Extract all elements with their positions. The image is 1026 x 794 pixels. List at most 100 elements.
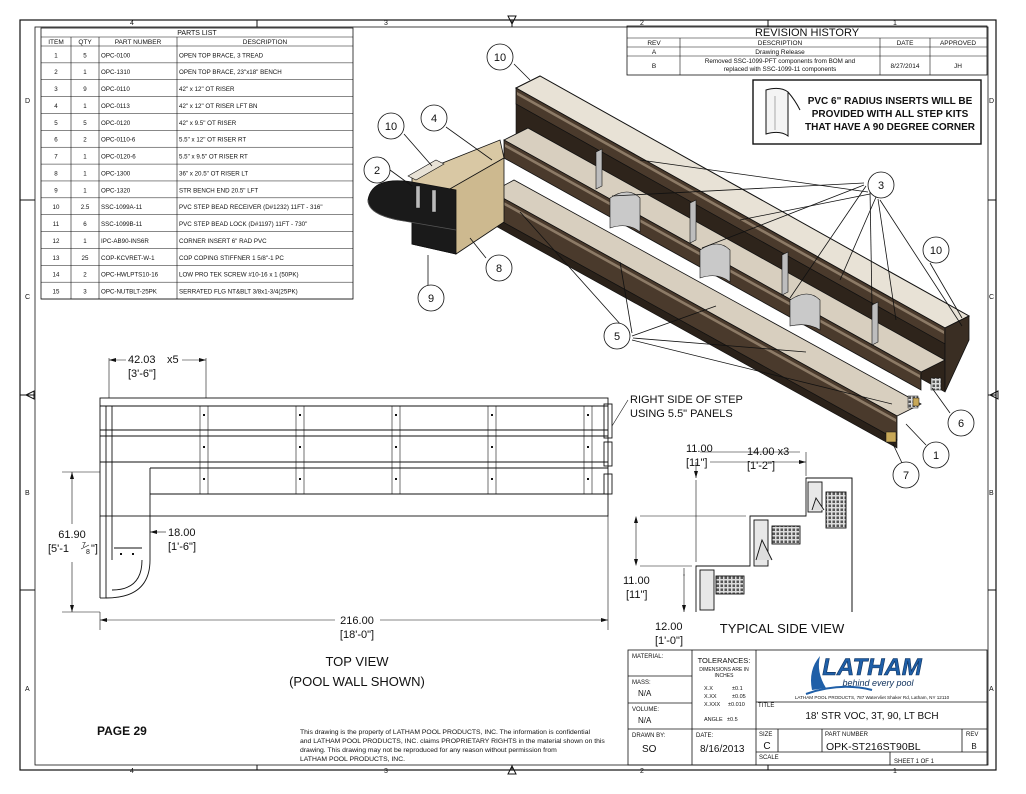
parts-cell-part-number: OPC-NUTBLT-25PK [101, 289, 158, 296]
rev-row-b-date: 8/27/2014 [891, 63, 920, 70]
zone-bottom-3: 3 [384, 768, 388, 775]
dim-depth-frac-den: 8 [86, 549, 90, 556]
parts-cell-description: 42" x 9.5" OT RISER [179, 120, 237, 127]
note-line-1: PVC 6" RADIUS INSERTS WILL BE [808, 96, 973, 107]
parts-cell-item: 11 [53, 221, 60, 228]
parts-cell-description: CORNER INSERT 6" RAD PVC [179, 238, 267, 245]
parts-cell-qty: 1 [83, 103, 87, 110]
zone-bottom-4: 4 [130, 768, 134, 775]
parts-list-table: PARTS LIST ITEM QTY PART NUMBER DESCRIPT… [40, 27, 354, 300]
parts-cell-description: PVC STEP BEAD LOCK (D#1197) 11FT - 730" [179, 221, 307, 228]
callout-right-side-2: USING 5.5" PANELS [630, 408, 733, 420]
parts-cell-description: 5.5" x 9.5" OT RISER RT [179, 154, 248, 161]
tol-fmt-2: X.XX [704, 694, 717, 700]
balloon-9: 9 [428, 293, 434, 305]
angle-value: ±0.5 [727, 717, 738, 723]
tol-val-2: ±0.05 [732, 694, 746, 700]
drawn-by-label: DRAWN BY: [632, 733, 666, 739]
parts-cell-part-number: OPC-1320 [101, 187, 131, 194]
balloon-6: 6 [958, 418, 964, 430]
parts-header-item: ITEM [48, 39, 64, 46]
zone-left-d: D [25, 98, 30, 105]
parts-cell-qty: 1 [83, 187, 87, 194]
parts-cell-qty: 2 [83, 272, 87, 279]
parts-cell-part-number: COP-KCVRET-W-1 [101, 255, 155, 262]
zone-left-a: A [25, 686, 30, 693]
parts-cell-qty: 2 [83, 137, 87, 144]
dim-depth-ft: [5'-1 [48, 543, 69, 555]
parts-cell-part-number: OPC-0110-6 [101, 137, 136, 144]
revision-history-table: REVISION HISTORY REV DESCRIPTION DATE AP… [626, 25, 988, 76]
parts-cell-part-number: OPC-HWLPTS10-16 [101, 272, 159, 279]
parts-cell-qty: 3 [83, 289, 87, 296]
parts-header-part-number: PART NUMBER [115, 39, 162, 46]
top-view-title: TOP VIEW [325, 654, 389, 669]
drawn-by-value: SO [642, 744, 657, 755]
parts-header-qty: QTY [78, 39, 92, 46]
balloon-10-left: 10 [385, 121, 397, 133]
parts-cell-item: 2 [54, 69, 58, 76]
parts-cell-qty: 1 [83, 69, 87, 76]
dim-depth-frac-num: 7 [82, 542, 86, 549]
rev-header-date: DATE [897, 40, 915, 47]
parts-cell-part-number: SSC-1099B-11 [101, 221, 143, 228]
zone-right-a: A [989, 686, 994, 693]
tol-val-1: ±0.1 [732, 686, 743, 692]
logo-tagline: behind every pool [842, 678, 914, 688]
parts-cell-part-number: OPC-0100 [101, 52, 131, 59]
tol-val-3: ±0.010 [728, 702, 745, 708]
parts-cell-qty: 9 [83, 86, 87, 93]
zone-right-b: B [989, 490, 994, 497]
dim-tread: 14.00 x3 [747, 446, 789, 458]
zone-labels: 4 3 2 1 4 3 2 1 D C B A D C B A [25, 20, 994, 775]
top-view-subtitle: (POOL WALL SHOWN) [289, 674, 425, 689]
zone-right-c: C [989, 294, 994, 301]
mass-label: MASS: [632, 680, 651, 686]
parts-cell-description: 5.5" x 12" OT RISER RT [179, 137, 246, 144]
zone-top-1: 1 [893, 20, 897, 27]
logo-wordmark: LATHAM [822, 654, 923, 681]
scale-label: SCALE [759, 755, 779, 761]
dim-depth: 61.90 [58, 529, 86, 541]
zone-top-2: 2 [640, 20, 644, 27]
parts-cell-item: 14 [53, 272, 60, 279]
dim-panel-width-ft: [3'-6"] [128, 368, 156, 380]
parts-cell-description: 36" x 20.5" OT RISER LT [179, 170, 248, 177]
parts-cell-part-number: OPC-1310 [101, 69, 131, 76]
parts-cell-qty: 5 [83, 120, 87, 127]
tolerances-sub-2: INCHES [715, 673, 735, 679]
parts-cell-item: 6 [54, 137, 58, 144]
title-block-text: MATERIAL: MASS: N/A VOLUME: N/A DRAWN BY… [632, 654, 978, 765]
date-value: 8/16/2013 [700, 744, 745, 755]
balloon-4: 4 [431, 113, 437, 125]
date-label: DATE: [696, 733, 714, 739]
parts-cell-part-number: OPC-0120 [101, 120, 131, 127]
rev-row-b-rev: B [652, 63, 656, 70]
parts-cell-description: STR BENCH END 20.5" LFT [179, 187, 258, 194]
dim-rise-top-ft: [11"] [686, 457, 707, 469]
corner-insert-note: PVC 6" RADIUS INSERTS WILL BE PROVIDED W… [752, 79, 982, 145]
parts-cell-qty: 5 [83, 52, 87, 59]
parts-cell-part-number: OPC-0120-6 [101, 154, 136, 161]
parts-cell-qty: 2.5 [81, 204, 90, 211]
dim-bench-ft: [1'-6"] [168, 541, 196, 553]
rev-row-a-rev: A [652, 49, 657, 56]
page-number: PAGE 29 [97, 724, 147, 738]
isometric-step-view [367, 75, 971, 449]
tol-fmt-3: X.XXX [704, 702, 721, 708]
part-number-value: OPK-ST216ST90BL [826, 741, 921, 753]
balloon-10-right: 10 [930, 245, 942, 257]
parts-cell-item: 9 [54, 187, 58, 194]
dim-tread-ft: [1'-2"] [747, 460, 775, 472]
dim-bottom-ft: [1'-0"] [655, 635, 683, 647]
parts-cell-item: 5 [54, 120, 58, 127]
parts-cell-item: 4 [54, 103, 58, 110]
disclaimer-line-3: drawing. This drawing may not be reprodu… [300, 747, 557, 754]
angle-label: ANGLE [704, 717, 723, 723]
disclaimer-line-2: and LATHAM POOL PRODUCTS, INC. claims PR… [300, 738, 605, 745]
zone-left-b: B [25, 490, 30, 497]
note-line-3: THAT HAVE A 90 DEGREE CORNER [805, 122, 976, 133]
dim-rise-mid-ft: [11"] [626, 589, 647, 601]
balloon-10-top: 10 [494, 52, 506, 64]
